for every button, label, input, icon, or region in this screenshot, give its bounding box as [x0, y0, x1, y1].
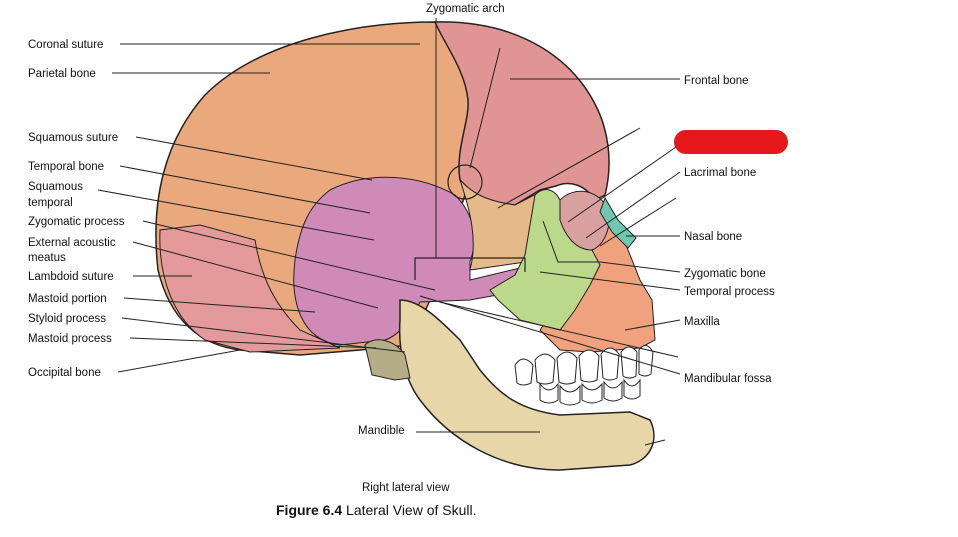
- redaction-mark: [674, 130, 788, 154]
- arch-bracket: [414, 257, 526, 280]
- label-zygomatic-bone: Zygomatic bone: [684, 268, 766, 280]
- figure-number: Figure 6.4: [276, 502, 343, 518]
- label-lacrimal-bone: Lacrimal bone: [684, 167, 756, 179]
- tooth: [514, 358, 534, 386]
- mandible-shape: [398, 299, 655, 471]
- leader-line: [119, 165, 371, 214]
- leader-line: [135, 136, 373, 181]
- tooth: [559, 384, 581, 406]
- leader-line: [117, 349, 241, 373]
- tooth: [623, 378, 641, 400]
- label-group: Zygomatic arch Coronal suture Parietal b…: [28, 3, 775, 437]
- leader-line: [599, 197, 677, 247]
- label-lambdoid-suture: Lambdoid suture: [28, 271, 114, 283]
- leader-line: [644, 439, 666, 446]
- view-label: Right lateral view: [362, 482, 450, 494]
- figure-caption: Figure 6.4 Lateral View of Skull.: [276, 502, 477, 518]
- tooth: [556, 351, 578, 385]
- label-parietal-bone: Parietal bone: [28, 68, 96, 80]
- tooth: [534, 353, 556, 385]
- label-temporal-bone: Temporal bone: [28, 161, 104, 173]
- teeth-group: [514, 345, 654, 406]
- figure-title: Lateral View of Skull.: [346, 502, 477, 518]
- orbit-shape: [559, 190, 610, 251]
- leader-line: [542, 220, 681, 273]
- label-occipital-bone: Occipital bone: [28, 367, 101, 379]
- tooth: [578, 349, 600, 383]
- label-maxilla: Maxilla: [684, 316, 720, 328]
- tooth: [539, 382, 559, 404]
- leader-line: [567, 146, 677, 223]
- label-zygomatic-arch: Zygomatic arch: [426, 3, 505, 15]
- leader-line: [419, 295, 681, 375]
- leader-line: [439, 301, 679, 358]
- label-nasal-bone: Nasal bone: [684, 231, 742, 243]
- label-squamous: Squamous: [28, 181, 83, 193]
- leader-line: [497, 127, 641, 209]
- label-meatus: meatus: [28, 252, 66, 264]
- highlight-circle: [447, 164, 483, 200]
- label-mastoid-process: Mastoid process: [28, 333, 112, 345]
- leader-lines: [97, 18, 681, 446]
- label-zygomatic-process: Zygomatic process: [28, 216, 125, 228]
- leader-line: [585, 171, 681, 239]
- label-external-acoustic: External acoustic: [28, 237, 116, 249]
- mastoid-shape: [364, 339, 411, 381]
- label-styloid-process: Styloid process: [28, 313, 106, 325]
- label-temporal: temporal: [28, 197, 73, 209]
- leader-line: [624, 319, 681, 331]
- leader-line: [142, 220, 436, 291]
- label-mandible: Mandible: [358, 425, 405, 437]
- leader-line: [123, 297, 316, 313]
- leader-line: [121, 317, 406, 353]
- tooth: [603, 380, 623, 402]
- tooth: [638, 345, 654, 377]
- label-coronal-suture: Coronal suture: [28, 39, 103, 51]
- leader-line: [132, 241, 379, 309]
- leader-line: [539, 271, 681, 291]
- occipital-bone-shape: [159, 224, 341, 353]
- label-mastoid-portion: Mastoid portion: [28, 293, 107, 305]
- label-squamous-suture: Squamous suture: [28, 132, 118, 144]
- skull-illustration: [155, 21, 656, 471]
- frontal-bone-shape: [433, 21, 610, 206]
- tooth: [620, 346, 638, 379]
- label-temporal-process: Temporal process: [684, 286, 775, 298]
- label-mandibular-fossa: Mandibular fossa: [684, 373, 772, 385]
- label-frontal-bone: Frontal bone: [684, 75, 749, 87]
- leader-line: [469, 47, 501, 169]
- tooth: [581, 382, 603, 404]
- tooth: [600, 347, 620, 381]
- leader-line: [97, 189, 375, 241]
- leader-line: [129, 337, 377, 349]
